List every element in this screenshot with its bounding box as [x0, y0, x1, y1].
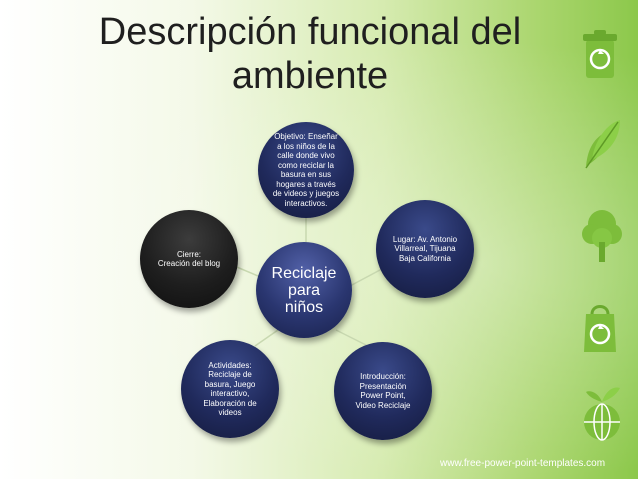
objetivo-line-5: basura en sus — [280, 170, 332, 179]
node-actividades: Actividades: Reciclaje de basura, Juego … — [181, 340, 279, 438]
introduccion-line-2: Presentación — [359, 381, 407, 391]
center-line-3: niños — [284, 298, 324, 316]
node-cierre: Cierre: Creación del blog — [140, 210, 238, 308]
actividades-line-3: basura, Juego — [204, 379, 256, 389]
center-line-1: Reciclaje — [271, 264, 337, 282]
globe-plant-icon — [584, 387, 620, 441]
tree-icon — [582, 210, 622, 262]
connector-actividades — [254, 329, 279, 347]
introduccion-line-3: Power Point, — [360, 391, 406, 400]
cierre-line-1: Cierre: — [176, 249, 201, 259]
introduccion-line-4: Video Reciclaje — [355, 400, 411, 410]
objetivo-line-6: hogares a través — [276, 179, 336, 189]
objetivo-line-4: como reciclar la — [277, 160, 334, 170]
lugar-line-2: Villarreal, Tijuana — [394, 244, 456, 254]
objetivo-line-1: Objetivo: Enseñar — [274, 132, 338, 141]
center-line-2: para — [287, 281, 320, 299]
actividades-line-5: Elaboración de — [203, 398, 257, 408]
lugar-line-1: Lugar: Av. Antonio — [392, 234, 458, 244]
node-objetivo: Objetivo: Enseñar a los niños de la call… — [258, 122, 354, 218]
recycle-bag-icon — [584, 305, 616, 352]
objetivo-line-2: a los niños de la — [277, 141, 335, 151]
footer-url: www.free-power-point-templates.com — [440, 458, 606, 469]
title-line-2: ambiente — [231, 55, 389, 97]
introduccion-line-1: Introducción: — [360, 372, 406, 381]
node-introduccion: Introducción: Presentación Power Point, … — [334, 342, 432, 440]
actividades-line-4: interactivo, — [210, 389, 250, 398]
title-line-1: Descripción funcional del — [98, 11, 522, 53]
objetivo-line-7: de videos y juegos — [272, 189, 340, 198]
objetivo-line-8: interactivos. — [284, 198, 328, 208]
actividades-line-1: Actividades: — [208, 360, 252, 370]
objetivo-line-3: calle donde vivo — [277, 151, 335, 160]
actividades-line-6: videos — [218, 408, 242, 417]
lugar-line-3: Baja California — [398, 253, 451, 263]
slide-title: Descripción funcional del ambiente — [60, 10, 560, 98]
node-lugar: Lugar: Av. Antonio Villarreal, Tijuana B… — [376, 200, 474, 298]
recycle-bin-icon — [583, 30, 617, 78]
actividades-line-2: Reciclaje de — [208, 370, 252, 379]
leaves-icon — [585, 120, 620, 169]
center-node: Reciclaje para niños — [256, 242, 352, 338]
cierre-line-2: Creación del blog — [157, 259, 221, 268]
